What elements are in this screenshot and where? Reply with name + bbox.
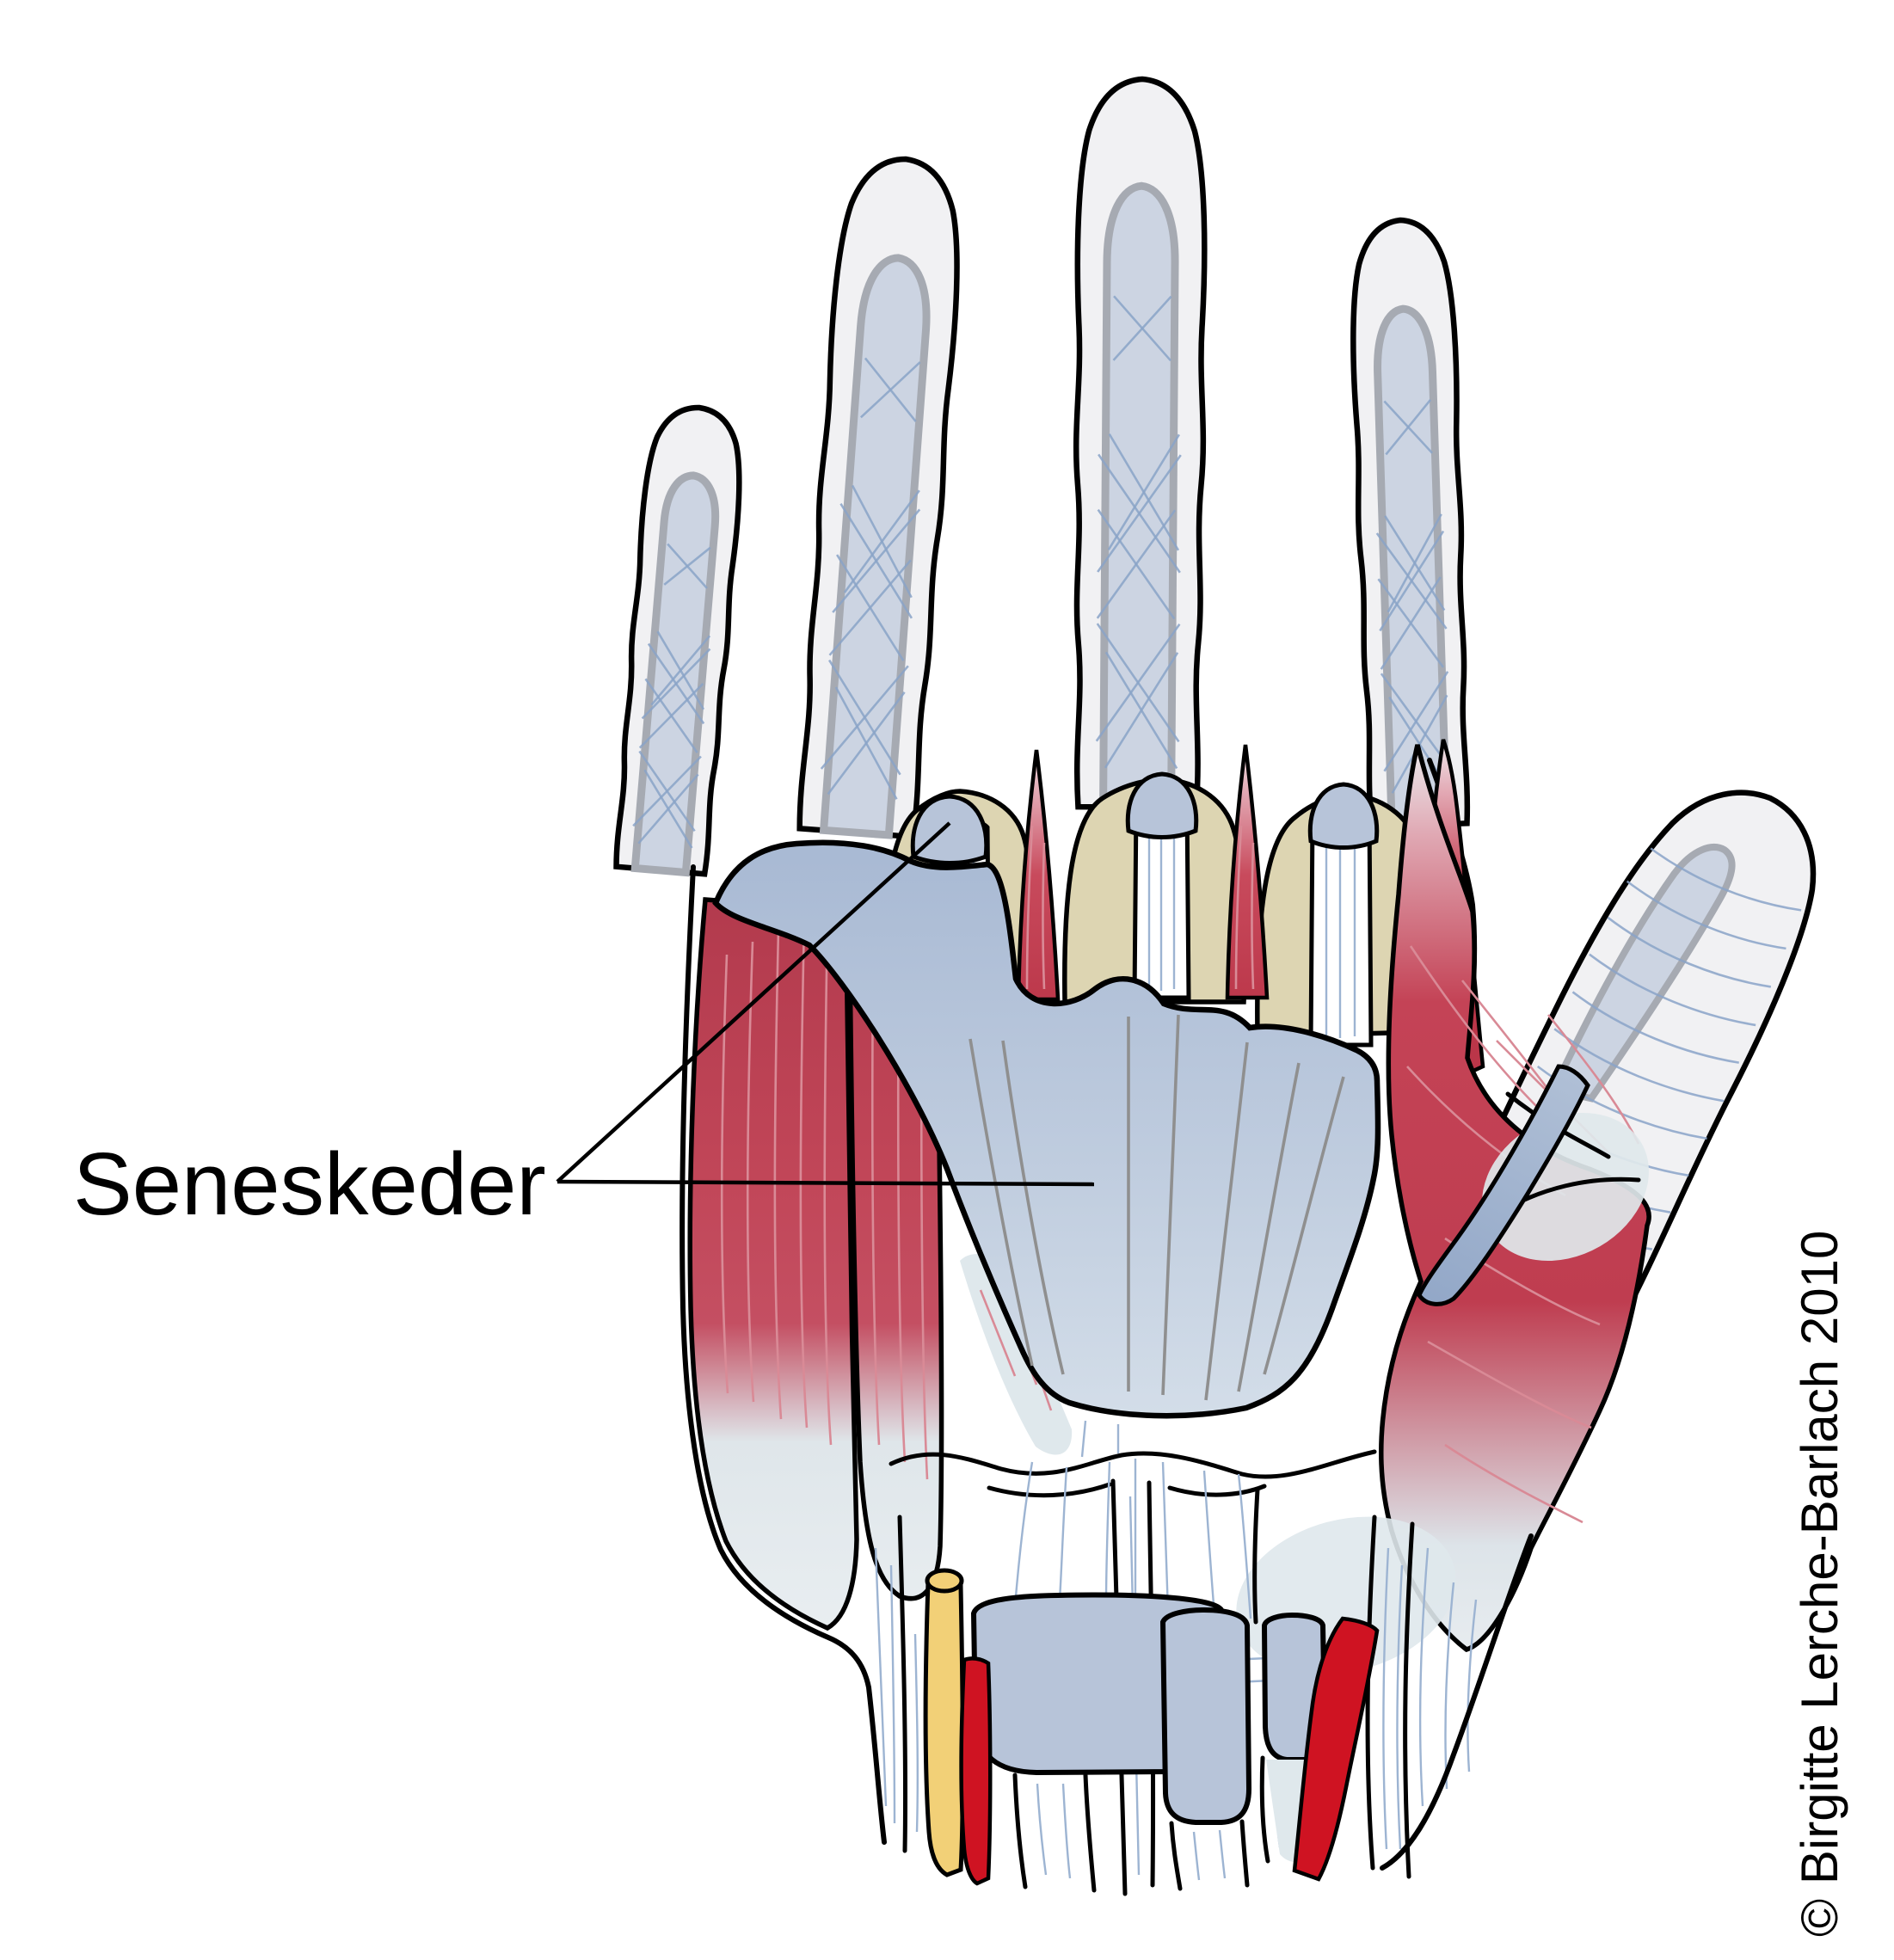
finger-ring <box>796 155 967 838</box>
hand-outline-left <box>682 867 884 1842</box>
hand-outline-right <box>1382 1536 1531 1868</box>
radial-artery <box>1294 1619 1377 1879</box>
finger-little <box>613 403 747 874</box>
sheath-cap-middle <box>1128 774 1196 838</box>
annotation: Seneskeder <box>73 823 1094 1233</box>
median-nerve <box>925 1570 962 1875</box>
finger-index <box>1349 218 1470 826</box>
sheath-cap-index <box>1310 784 1376 848</box>
thumb-sheath-band <box>1419 1066 1588 1304</box>
sheath-cap-ring <box>913 796 986 863</box>
tendon-sheath-fan <box>716 843 1378 1416</box>
sheath-caps <box>913 774 1376 863</box>
leader-line-lower <box>557 1182 1094 1184</box>
carpal-sheath-pads <box>974 1595 1325 1863</box>
finger-middle <box>1073 78 1206 808</box>
hypothenar-muscles <box>690 900 941 1628</box>
carpal-pad-middle <box>1163 1610 1249 1822</box>
leader-line-upper <box>557 823 950 1182</box>
thumb-tendon-sheath <box>1553 826 1739 1120</box>
copyright-text: © Birgitte Lerche-Barlach 2010 <box>1791 1231 1848 1937</box>
fan-lines <box>970 1015 1344 1400</box>
ulnar-artery <box>962 1658 991 1883</box>
label-seneskeder: Seneskeder <box>73 1134 546 1233</box>
